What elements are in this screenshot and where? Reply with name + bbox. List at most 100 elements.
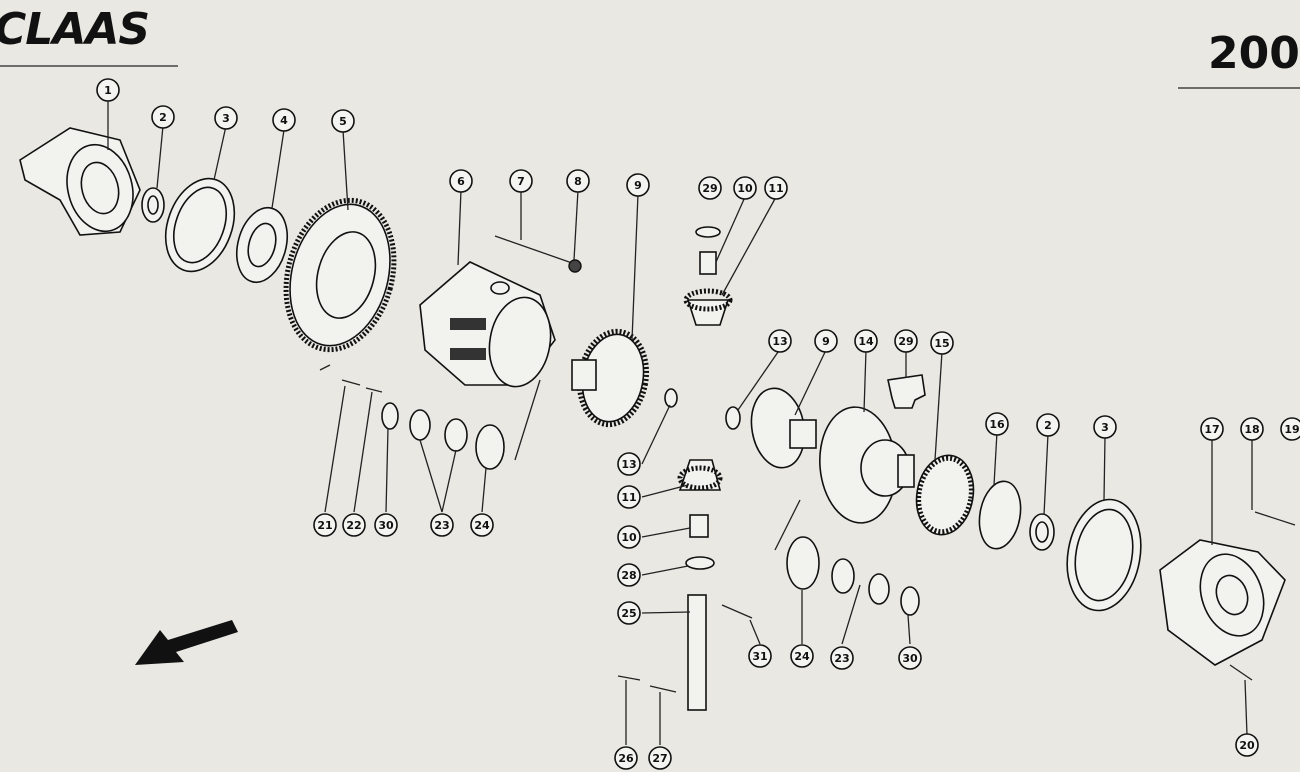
callout-circle <box>1200 417 1224 441</box>
callout-circle <box>374 513 398 537</box>
part-seal-ring-right <box>1029 513 1055 551</box>
callout-5: 5 <box>331 109 355 133</box>
callout-number: 5 <box>339 115 347 128</box>
callout-4: 4 <box>272 108 296 132</box>
callout-circle <box>648 746 672 770</box>
callout-number: 17 <box>1204 423 1219 436</box>
callout-number: 23 <box>834 652 849 665</box>
part-small-rings-right <box>786 536 920 616</box>
callout-circle <box>764 176 788 200</box>
callout-number: 23 <box>434 519 449 532</box>
callout-6: 6 <box>449 169 473 193</box>
callout-circle <box>733 176 757 200</box>
callout-circle <box>894 329 918 353</box>
part-o-ring-right <box>978 480 1022 550</box>
callout-number: 13 <box>621 458 636 471</box>
page-number: 200 <box>1208 28 1300 79</box>
callout-circle <box>614 746 638 770</box>
callout-circle <box>617 452 641 476</box>
callout-number: 7 <box>517 175 525 188</box>
part-seal-ring-small <box>141 187 165 223</box>
callout-30: 30 <box>374 513 398 537</box>
part-bevel-gear-left <box>571 328 650 428</box>
callout-11: 11 <box>764 176 788 200</box>
callout-circle <box>1240 417 1264 441</box>
callout-number: 27 <box>652 752 667 765</box>
callout-9: 9 <box>814 329 838 353</box>
callout-8: 8 <box>566 169 590 193</box>
callout-28: 28 <box>617 563 641 587</box>
callout-circle <box>313 513 337 537</box>
callout-circle <box>1280 417 1300 441</box>
callout-13: 13 <box>617 452 641 476</box>
callout-circle <box>790 644 814 668</box>
callout-number: 31 <box>752 650 767 663</box>
callout-number: 21 <box>317 519 332 532</box>
callout-3: 3 <box>1093 415 1117 439</box>
callout-circle <box>930 331 954 355</box>
callout-number: 25 <box>621 607 636 620</box>
part-axle-shaft-flange <box>725 387 817 469</box>
callout-11: 11 <box>617 485 641 509</box>
callout-circle <box>151 105 175 129</box>
callout-13: 13 <box>768 329 792 353</box>
callout-circle <box>214 106 238 130</box>
part-differential-half-case <box>819 406 915 524</box>
callout-number: 24 <box>474 519 490 532</box>
callout-number: 2 <box>1044 419 1052 432</box>
leader-lines <box>107 100 1253 745</box>
callout-circle <box>509 169 533 193</box>
part-roller-bearing-right <box>915 454 975 536</box>
callout-10: 10 <box>733 176 757 200</box>
part-pinion-lower <box>664 388 723 570</box>
callout-circle <box>449 169 473 193</box>
part-gasket-large <box>164 177 236 273</box>
callout-circle <box>854 329 878 353</box>
callout-18: 18 <box>1240 417 1264 441</box>
callout-number: 13 <box>772 335 787 348</box>
callout-number: 10 <box>621 531 637 544</box>
callout-number: 30 <box>902 652 918 665</box>
callout-2: 2 <box>151 105 175 129</box>
callout-number: 9 <box>634 179 642 192</box>
part-pinion-shaft <box>617 594 753 711</box>
callout-27: 27 <box>648 746 672 770</box>
callout-number: 29 <box>702 182 717 195</box>
callout-number: 11 <box>621 491 636 504</box>
callout-17: 17 <box>1200 417 1224 441</box>
callout-26: 26 <box>614 746 638 770</box>
part-differential-case <box>419 261 556 388</box>
callout-number: 10 <box>737 182 753 195</box>
callout-23: 23 <box>430 513 454 537</box>
callout-circle <box>898 646 922 670</box>
callout-7: 7 <box>509 169 533 193</box>
part-cross-pin <box>494 235 582 273</box>
callout-circle <box>331 109 355 133</box>
callout-circle <box>430 513 454 537</box>
callout-circle <box>342 513 366 537</box>
callout-circle <box>814 329 838 353</box>
callout-30: 30 <box>898 646 922 670</box>
part-pinion-top <box>683 226 733 326</box>
callout-number: 3 <box>222 112 230 125</box>
callout-number: 14 <box>858 335 874 348</box>
part-gasket-right <box>1066 498 1142 612</box>
callout-22: 22 <box>342 513 366 537</box>
callout-circle <box>272 108 296 132</box>
callout-number: 29 <box>898 335 913 348</box>
callout-circle <box>617 601 641 625</box>
direction-arrow-icon <box>135 620 238 665</box>
callout-number: 2 <box>159 111 167 124</box>
callout-15: 15 <box>930 331 954 355</box>
callout-number: 8 <box>574 175 582 188</box>
callout-circle <box>617 485 641 509</box>
callout-circle <box>698 176 722 200</box>
callout-number: 15 <box>934 337 949 350</box>
callout-number: 4 <box>280 114 288 127</box>
part-bolt-clip <box>887 374 926 409</box>
part-flange-housing-left <box>19 127 141 236</box>
callout-number: 20 <box>1239 739 1255 752</box>
callout-20: 20 <box>1235 733 1259 757</box>
callout-23: 23 <box>830 646 854 670</box>
